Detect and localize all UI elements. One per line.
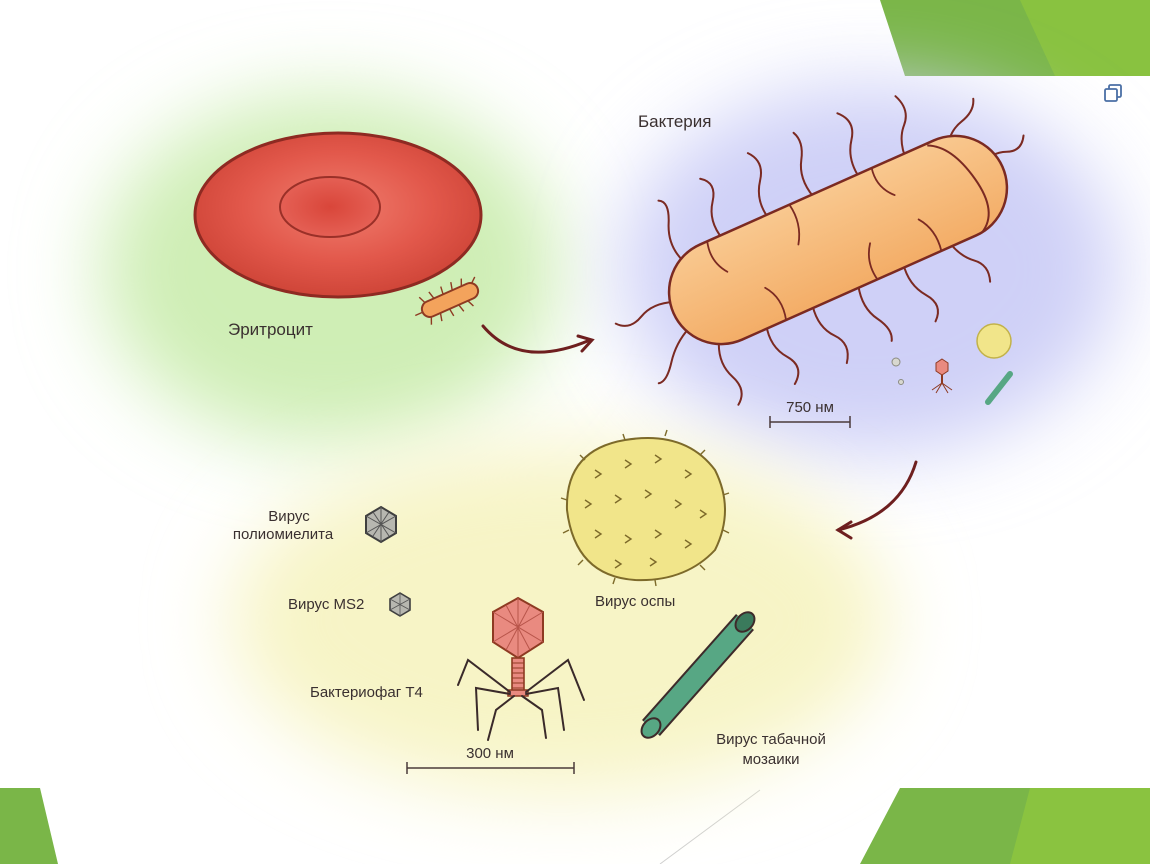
t4-label: Бактериофаг Т4 [310,684,423,701]
scale-750-label: 750 нм [786,399,834,416]
polio-virus [365,505,397,544]
corner-shape-bottom-right-light [1010,788,1150,864]
bacteriophage-t4 [457,596,585,741]
ms2-label: Вирус MS2 [288,596,365,613]
scale-bar-750 [769,416,851,428]
corner-shape-bottom-left [0,788,58,864]
tmv-label-line2: мозаики [742,751,800,768]
polio-label-line1: Вирус [268,508,310,525]
ms2-virus [389,592,411,617]
erythrocyte-label: Эритроцит [228,320,313,339]
scale-300-label: 300 нм [466,745,514,762]
smallpox-virus [560,429,730,587]
corner-shape-top-right-light [1020,0,1150,76]
bacterium-label: Бактерия [638,112,712,131]
smallpox-label: Вирус оспы [595,593,676,610]
small-virus-cluster [891,323,1013,405]
divider-line [659,789,761,864]
copy-icon[interactable] [1103,83,1123,103]
tmv-label-line1: Вирус табачной [716,731,826,748]
polio-label-line2: полиомиелита [232,526,334,543]
tobacco-mosaic-virus [640,611,756,739]
scale-bar-300 [406,762,575,774]
bacterium [614,95,1025,406]
arrow-down [835,460,918,540]
arrow-right [481,324,595,354]
small-bacterium [415,276,480,325]
erythrocyte [193,131,483,299]
